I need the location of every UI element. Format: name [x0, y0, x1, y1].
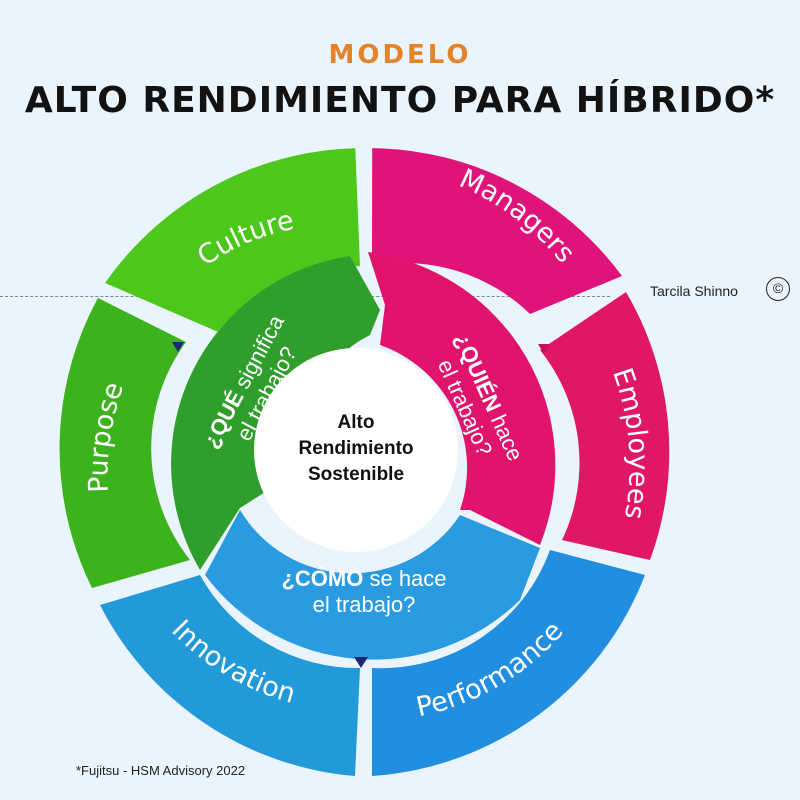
- subtitle: MODELO: [328, 40, 472, 70]
- arrow-marker-left: [172, 342, 184, 352]
- author-name: Tarcila Shinno: [650, 283, 738, 299]
- inner-segment-como: [205, 510, 540, 660]
- arrow-marker-right: [538, 344, 550, 354]
- inner-label-como-line1: ¿CÓMO se hace: [281, 566, 446, 591]
- center-label-line3: Sostenible: [308, 464, 404, 485]
- outer-segment-purpose: [59, 298, 191, 588]
- outer-segment-performance: [372, 550, 645, 776]
- page-title: ALTO RENDIMIENTO PARA HÍBRIDO*: [24, 80, 776, 121]
- outer-segment-culture: [105, 148, 360, 332]
- center-label-line2: Rendimiento: [298, 438, 413, 459]
- inner-label-como-line2: el trabajo?: [313, 592, 416, 617]
- outer-segment-innovation: [100, 575, 360, 776]
- arrow-marker-bottom: [354, 657, 368, 668]
- center-label-line1: Alto: [338, 412, 375, 433]
- outer-segment-managers: [372, 148, 622, 314]
- inner-segment-quien: [368, 252, 556, 545]
- copyright-icon: ©: [766, 277, 790, 301]
- center-circle: [254, 348, 458, 552]
- outer-segment-employees: [540, 292, 670, 560]
- inner-label-como: ¿CÓMO se hace el trabajo?: [281, 566, 446, 617]
- source-footnote: *Fujitsu - HSM Advisory 2022: [76, 763, 246, 778]
